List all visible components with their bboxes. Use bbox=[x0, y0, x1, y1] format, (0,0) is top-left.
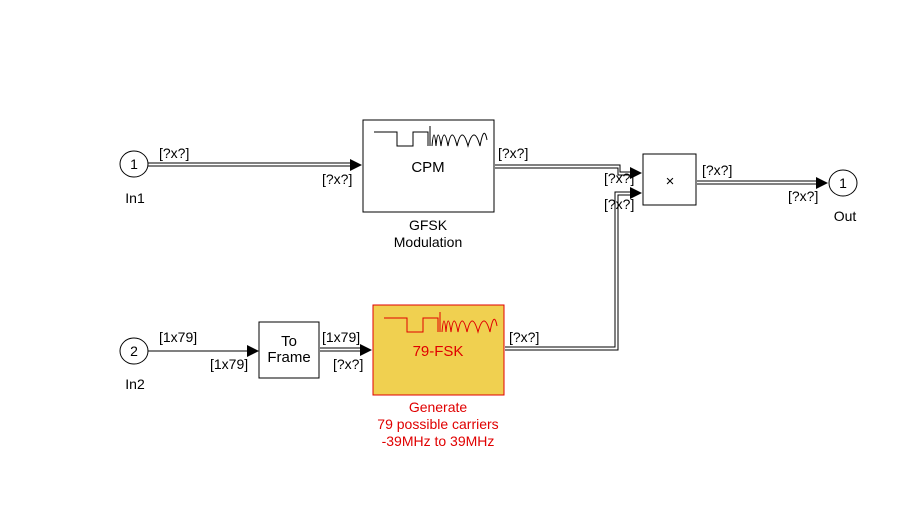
cpm-block[interactable]: CPM bbox=[362, 119, 495, 213]
out-label: Out bbox=[834, 208, 857, 224]
waveform-icon bbox=[374, 126, 488, 148]
dim-cpm-out: [?x?] bbox=[498, 145, 528, 161]
dim-product-in2: [?x?] bbox=[604, 196, 634, 212]
dim-fsk-out: [?x?] bbox=[509, 329, 539, 345]
dim-product-out: [?x?] bbox=[702, 162, 732, 178]
signal-toframe-to-fsk[interactable] bbox=[320, 344, 372, 356]
dim-product-in1: [?x?] bbox=[604, 170, 634, 186]
signal-fsk-to-product[interactable] bbox=[505, 187, 642, 351]
inport-in1[interactable]: 1 bbox=[119, 150, 149, 178]
in1-label: In1 bbox=[125, 190, 145, 206]
signal-cpm-to-product[interactable] bbox=[495, 164, 642, 179]
cpm-title: CPM bbox=[411, 159, 444, 176]
fsk79-title: 79-FSK bbox=[413, 343, 464, 360]
signal-in1-to-cpm[interactable] bbox=[147, 159, 362, 171]
dim-toframe-out: [1x79] bbox=[322, 329, 360, 345]
cpm-caption-line1: GFSK bbox=[409, 217, 448, 233]
dim-out-in: [?x?] bbox=[788, 188, 818, 204]
to-frame-line2: Frame bbox=[267, 349, 310, 366]
fsk79-caption-line2: 79 possible carriers bbox=[377, 416, 498, 432]
inport-in2[interactable]: 2 bbox=[119, 337, 149, 365]
cpm-caption-line2: Modulation bbox=[394, 234, 463, 250]
dim-fsk-in: [?x?] bbox=[333, 356, 363, 372]
to-frame-line1: To bbox=[281, 333, 297, 350]
in1-port-number: 1 bbox=[130, 156, 138, 172]
fsk79-caption-line3: -39MHz to 39MHz bbox=[382, 433, 495, 449]
dim-in1-out: [?x?] bbox=[159, 145, 189, 161]
dim-in2-out: [1x79] bbox=[159, 329, 197, 345]
out-port-number: 1 bbox=[839, 175, 847, 191]
to-frame-block[interactable]: To Frame bbox=[258, 321, 320, 379]
signal-in2-to-toframe[interactable] bbox=[147, 345, 259, 357]
dim-cpm-in: [?x?] bbox=[322, 171, 352, 187]
outport-out[interactable]: 1 bbox=[828, 169, 858, 197]
signal-product-to-out[interactable] bbox=[697, 177, 828, 189]
fsk79-caption-line1: Generate bbox=[409, 399, 468, 415]
in2-label: In2 bbox=[125, 376, 145, 392]
in2-port-number: 2 bbox=[130, 343, 138, 359]
fsk79-block[interactable]: 79-FSK bbox=[372, 304, 505, 396]
product-symbol: × bbox=[666, 173, 675, 190]
fsk-waveform-icon bbox=[384, 312, 498, 334]
dim-toframe-in: [1x79] bbox=[210, 356, 248, 372]
product-block[interactable]: × bbox=[642, 153, 697, 206]
